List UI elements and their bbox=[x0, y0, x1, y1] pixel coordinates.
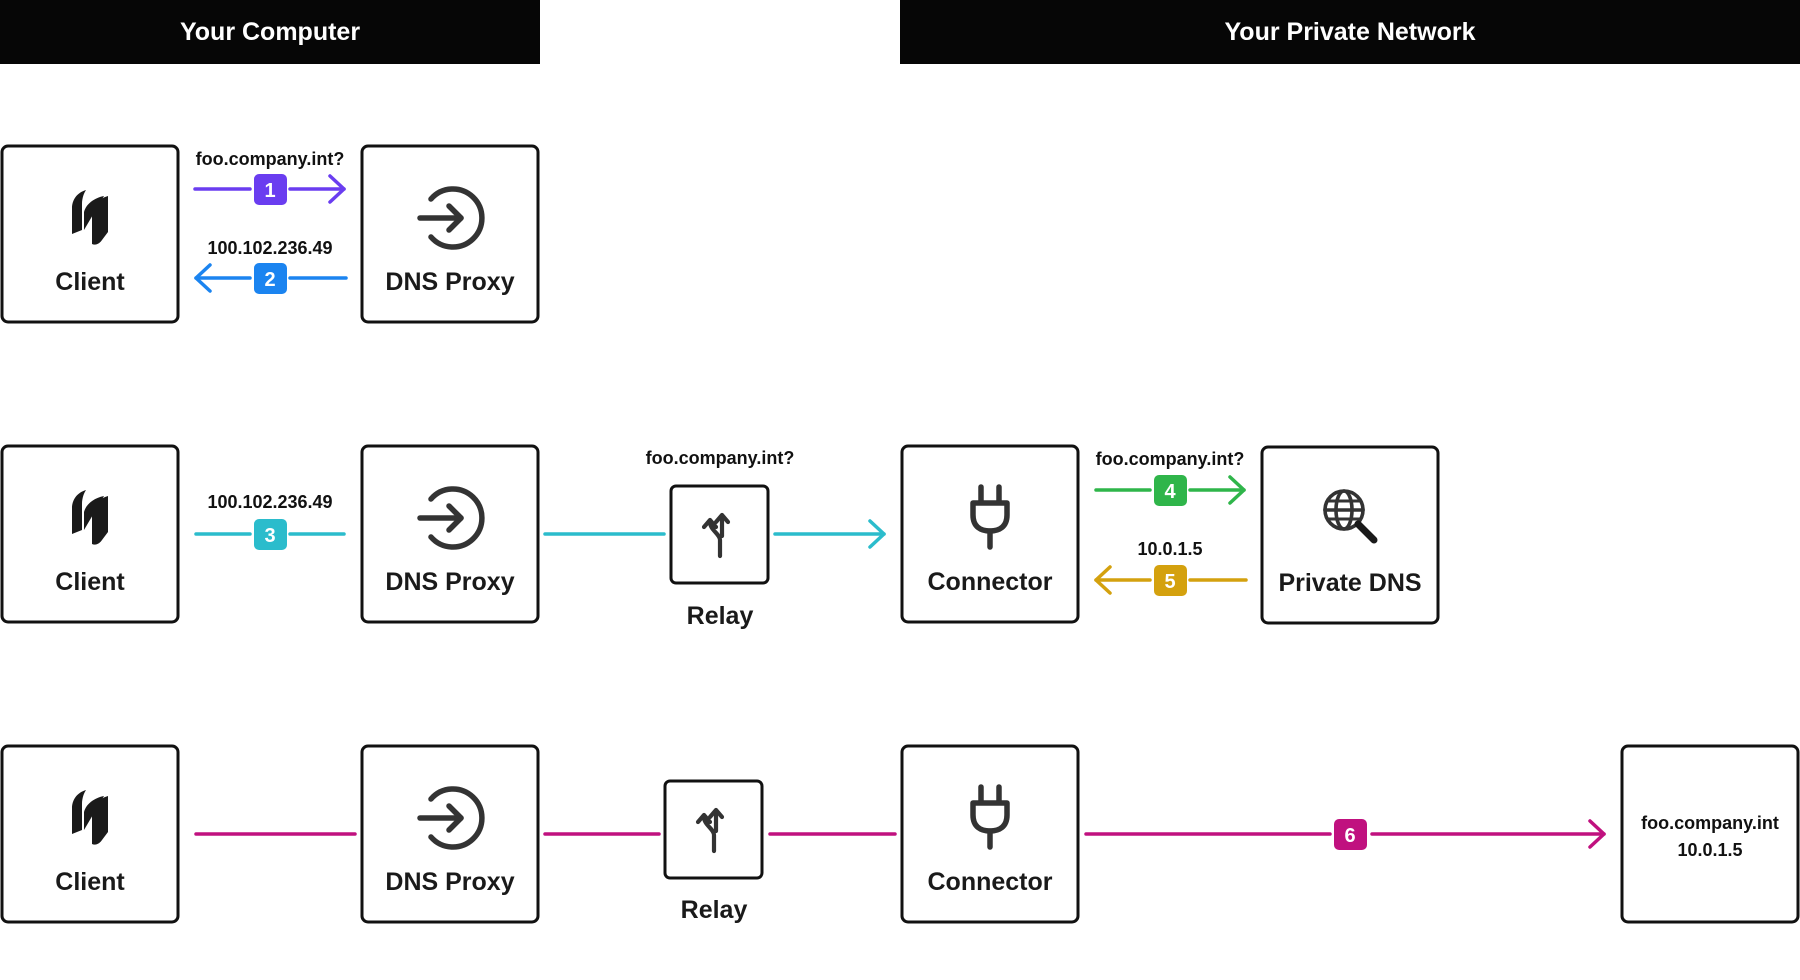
client-label: Client bbox=[55, 568, 125, 596]
answer-label: 100.102.236.49 bbox=[207, 238, 332, 258]
row-3: Client DNS Proxy Relay Connector 6 foo.c… bbox=[0, 744, 1800, 924]
step-badge-1 bbox=[254, 174, 287, 205]
resource-ip: 10.0.1.5 bbox=[1677, 840, 1742, 860]
step-badge-3 bbox=[254, 519, 287, 550]
step-badge-2 bbox=[254, 263, 287, 294]
client-node bbox=[0, 744, 180, 924]
connector-label: Connector bbox=[928, 868, 1053, 896]
dns-proxy-node bbox=[360, 444, 540, 624]
header-your-private-network: Your Private Network bbox=[1224, 18, 1475, 46]
line-proxy-to-relay bbox=[543, 519, 886, 549]
private-dns-node bbox=[1260, 445, 1440, 625]
step-3-number: 3 bbox=[264, 525, 275, 547]
step-4-number: 4 bbox=[1164, 481, 1176, 503]
dns-proxy-node bbox=[360, 744, 540, 924]
connector-label: Connector bbox=[928, 568, 1053, 596]
step-6-number: 6 bbox=[1344, 825, 1355, 847]
step-badge-5 bbox=[1154, 565, 1187, 596]
client-label: Client bbox=[55, 268, 125, 296]
row-2: Client 100.102.236.49 3 DNS Proxy foo.co… bbox=[0, 444, 1440, 630]
relay-label: Relay bbox=[687, 602, 754, 630]
relay-label: Relay bbox=[681, 896, 748, 924]
step-2-number: 2 bbox=[264, 269, 275, 291]
arrow-step-4 bbox=[1094, 475, 1246, 505]
arrow-step-5 bbox=[1094, 565, 1248, 595]
arrow-step-1 bbox=[193, 174, 346, 204]
step-1-number: 1 bbox=[264, 180, 275, 202]
arrow-step-2 bbox=[194, 263, 348, 293]
query-label: foo.company.int? bbox=[1096, 449, 1245, 469]
header-bar-private-network bbox=[900, 0, 1800, 64]
header-your-computer: Your Computer bbox=[180, 18, 360, 46]
dns-proxy-label: DNS Proxy bbox=[385, 568, 514, 596]
path-step-6 bbox=[194, 819, 1606, 849]
step-badge-6 bbox=[1334, 819, 1367, 850]
dns-proxy-label: DNS Proxy bbox=[385, 268, 514, 296]
query-label: foo.company.int? bbox=[196, 149, 345, 169]
relay-query-label: foo.company.int? bbox=[646, 448, 795, 468]
row-1: Client DNS Proxy foo.company.int? 1 100.… bbox=[0, 144, 540, 324]
dns-proxy-node bbox=[360, 144, 540, 324]
client-label: Client bbox=[55, 868, 125, 896]
resource-node bbox=[1620, 744, 1800, 924]
dns-proxy-label: DNS Proxy bbox=[385, 868, 514, 896]
private-answer-label: 10.0.1.5 bbox=[1137, 539, 1202, 559]
step-badge-4 bbox=[1154, 475, 1187, 506]
client-node bbox=[0, 444, 180, 624]
step-5-number: 5 bbox=[1164, 571, 1175, 593]
resource-name: foo.company.int bbox=[1641, 813, 1779, 833]
header-bar-computer bbox=[0, 0, 540, 64]
private-dns-label: Private DNS bbox=[1278, 569, 1421, 597]
answer-label: 100.102.236.49 bbox=[207, 492, 332, 512]
client-node bbox=[0, 144, 180, 324]
